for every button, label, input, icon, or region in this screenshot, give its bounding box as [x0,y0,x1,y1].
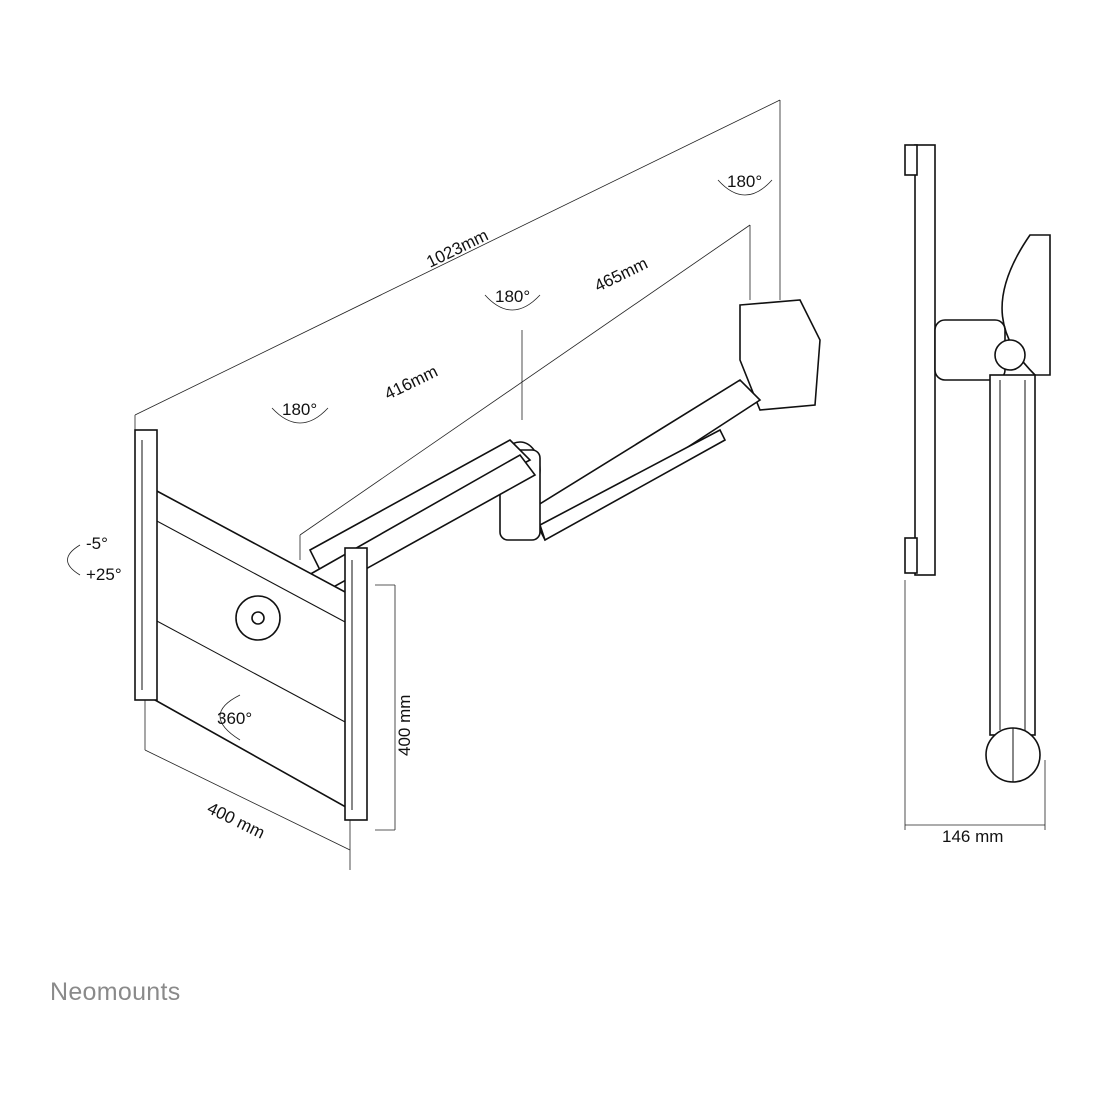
segment-1-label: 416mm [381,362,440,404]
tilt-down-label: +25° [86,565,122,584]
mount-perspective-drawing [134,299,821,821]
side-depth-label: 146 mm [942,827,1003,846]
dimension-lines [134,99,1046,870]
head-pivot-label: 180° [727,172,762,191]
rotation-label: 360° [217,709,252,728]
tilt-up-label: -5° [86,534,108,553]
wall-pivot-label: 180° [282,400,317,419]
total-reach-label: 1023mm [423,226,491,272]
vesa-height-label: 400 mm [395,695,414,756]
brand-logo: Neomounts [50,978,181,1006]
middle-pivot-label: 180° [495,287,530,306]
mount-side-view [904,144,1051,783]
rotation-arcs [67,179,773,741]
segment-2-label: 465mm [591,254,650,296]
